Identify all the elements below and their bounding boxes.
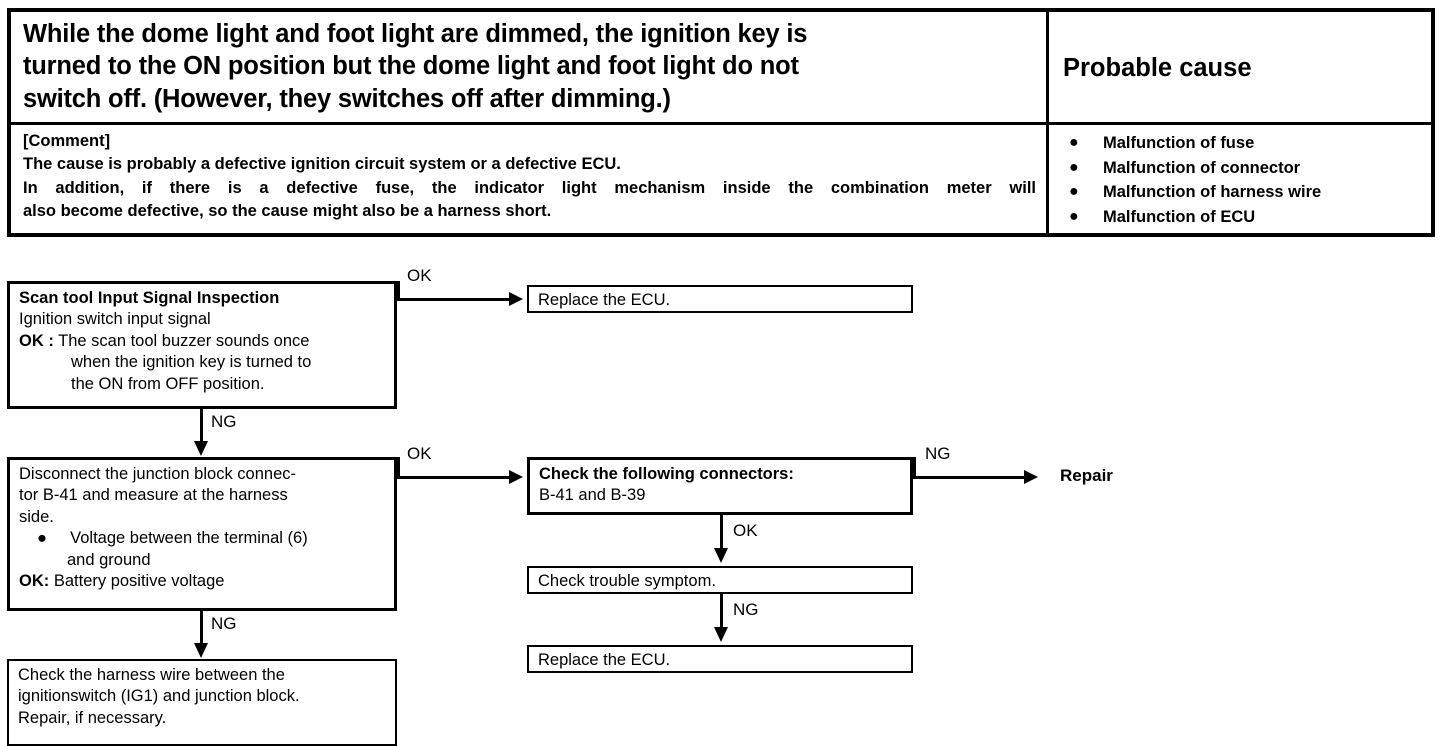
edge-scan-ng-line xyxy=(200,409,203,444)
list-item: ● Malfunction of harness wire xyxy=(1063,180,1421,204)
symptom-cell: While the dome light and foot light are … xyxy=(11,12,1046,122)
disconnect-ok-text: Battery positive voltage xyxy=(53,572,225,591)
comment-line-1: The cause is probably a defective igniti… xyxy=(23,155,621,174)
edge-label-symptom-ng: NG xyxy=(733,600,759,619)
edge-label-connectors-ok: OK xyxy=(733,521,758,540)
cause-label: Malfunction of connector xyxy=(1103,158,1301,177)
disconnect-line-2: tor B-41 and measure at the harness xyxy=(19,486,288,505)
edge-connectors-ok-line xyxy=(720,515,723,551)
comment-line-3: also become defective, so the cause migh… xyxy=(23,201,552,220)
symptom-line-2: turned to the ON position but the dome l… xyxy=(23,52,799,81)
bullet-icon: ● xyxy=(37,529,47,548)
probable-cause-list-cell: ● Malfunction of fuse ● Malfunction of con… xyxy=(1046,125,1431,233)
flow-node-repair: Repair xyxy=(1060,466,1113,485)
edge-scan-ok-arrow xyxy=(509,292,523,306)
replace-ecu-top-label: Replace the ECU. xyxy=(538,291,671,309)
edge-label-scan-ok: OK xyxy=(407,266,432,285)
disconnect-bullet-line-2: and ground xyxy=(67,550,151,569)
symptom-line-1: While the dome light and foot light are … xyxy=(23,20,808,48)
disconnect-line-3: side. xyxy=(19,507,54,526)
symptom-table: While the dome light and foot light are … xyxy=(7,8,1435,237)
flow-box-check-connectors: Check the following connectors: B-41 and… xyxy=(527,457,913,515)
flow-box-scan-tool-inspection: Scan tool Input Signal Inspection Igniti… xyxy=(7,281,397,409)
bullet-icon: ● xyxy=(1069,134,1079,152)
bullet-icon: ● xyxy=(1069,207,1079,225)
edge-connectors-ok-arrow xyxy=(714,548,728,563)
flow-box-replace-ecu-top: Replace the ECU. xyxy=(527,285,913,313)
edge-label-disconnect-ok: OK xyxy=(407,444,432,463)
check-connectors-subtitle: B-41 and B-39 xyxy=(539,486,646,505)
replace-ecu-bottom-label: Replace the ECU. xyxy=(538,651,671,669)
edge-label-disconnect-ng: NG xyxy=(211,614,237,633)
scan-tool-subtitle: Ignition switch input signal xyxy=(19,310,211,329)
edge-scan-ok-line xyxy=(397,298,511,301)
table-row-comment: [Comment] The cause is probably a defect… xyxy=(11,122,1431,233)
scan-tool-ok-label: OK : xyxy=(19,331,54,350)
edge-scan-ok-riser xyxy=(397,281,400,300)
symptom-line-3: switch off. (However, they switches off … xyxy=(23,84,671,113)
edge-connectors-ng-arrow xyxy=(1024,470,1038,484)
flow-box-check-harness-wire: Check the harness wire between the ignit… xyxy=(7,659,397,746)
edge-disconnect-ng-line xyxy=(200,611,203,646)
cause-label: Malfunction of ECU xyxy=(1103,207,1256,226)
scan-tool-ok-line-1: The scan tool buzzer sounds once xyxy=(58,331,310,350)
disconnect-line-1: Disconnect the junction block connec- xyxy=(19,465,296,483)
flow-box-check-trouble-symptom: Check trouble symptom. xyxy=(527,566,913,594)
flow-box-disconnect-connector: Disconnect the junction block connec- to… xyxy=(7,457,397,611)
comment-cell: [Comment] The cause is probably a defect… xyxy=(11,125,1046,233)
list-item: ● Malfunction of connector xyxy=(1063,156,1421,180)
edge-symptom-ng-line xyxy=(720,594,723,630)
cause-label: Malfunction of harness wire xyxy=(1103,183,1322,202)
check-harness-line-2: ignitionswitch (IG1) and junction block. xyxy=(18,687,300,706)
scan-tool-ok-line-3: the ON from OFF position. xyxy=(71,374,265,393)
list-item: ● Malfunction of ECU xyxy=(1063,205,1421,229)
scan-tool-ok-line-2: when the ignition key is turned to xyxy=(71,353,312,372)
edge-label-scan-ng: NG xyxy=(211,412,237,431)
cause-label: Malfunction of fuse xyxy=(1103,134,1255,153)
check-trouble-symptom-label: Check trouble symptom. xyxy=(538,572,716,590)
comment-label: [Comment] xyxy=(23,132,111,151)
edge-disconnect-ok-line xyxy=(397,476,511,479)
edge-scan-ng-arrow xyxy=(194,441,208,456)
probable-cause-list: ● Malfunction of fuse ● Malfunction of con… xyxy=(1063,131,1421,229)
edge-symptom-ng-arrow xyxy=(714,627,728,642)
disconnect-bullet-line-1: Voltage between the terminal (6) xyxy=(70,529,308,548)
edge-label-connectors-ng: NG xyxy=(925,444,951,463)
bullet-icon: ● xyxy=(1069,158,1079,176)
check-harness-line-3: Repair, if necessary. xyxy=(18,708,167,727)
disconnect-ok-label: OK: xyxy=(19,572,50,591)
edge-connectors-ng-riser xyxy=(913,457,916,479)
bullet-icon: ● xyxy=(1069,183,1079,201)
probable-cause-title: Probable cause xyxy=(1063,54,1252,82)
edge-disconnect-ng-arrow xyxy=(194,643,208,658)
comment-line-2: In addition, if there is a defective fus… xyxy=(23,178,1036,197)
check-connectors-title: Check the following connectors: xyxy=(539,465,794,483)
check-harness-line-1: Check the harness wire between the xyxy=(18,666,285,684)
edge-disconnect-ok-riser xyxy=(397,457,400,479)
list-item: ● Malfunction of fuse xyxy=(1063,131,1421,155)
probable-cause-header-cell: Probable cause xyxy=(1046,12,1431,123)
flow-box-replace-ecu-bottom: Replace the ECU. xyxy=(527,645,913,673)
edge-disconnect-ok-arrow xyxy=(509,470,523,484)
table-row-symptom: While the dome light and foot light are … xyxy=(11,12,1431,123)
scan-tool-title: Scan tool Input Signal Inspection xyxy=(19,289,280,307)
edge-connectors-ng-line xyxy=(913,476,1026,479)
